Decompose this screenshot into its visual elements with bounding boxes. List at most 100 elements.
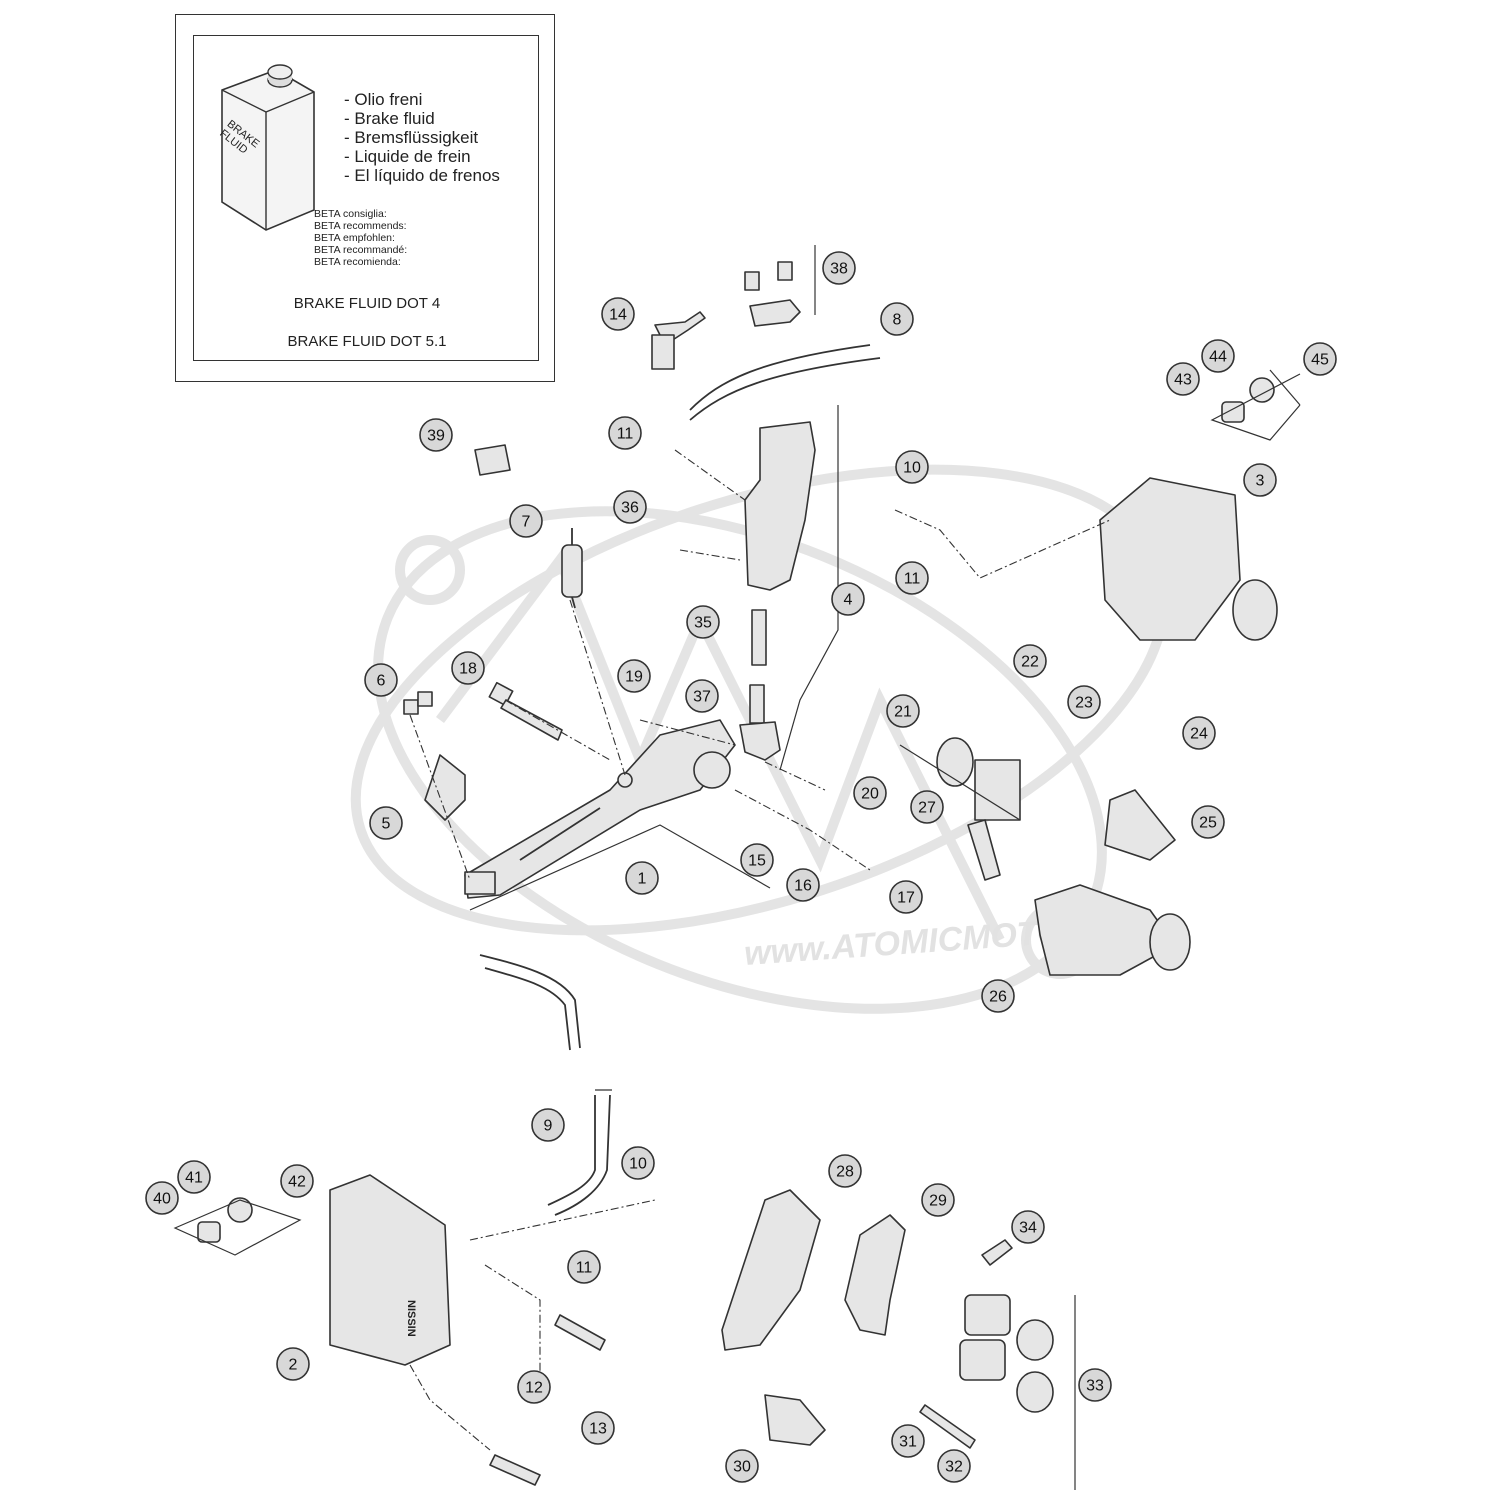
callout-label: 27 [918,800,936,817]
cap-38 [744,261,801,327]
front-caliper-2: NISSIN [329,1174,451,1366]
callout-circle [369,806,403,840]
callout-circle [1013,644,1047,678]
callout-label: 39 [427,428,445,445]
callout-c44: 44 [1201,339,1235,373]
spring-7 [561,528,583,609]
callout-label: 9 [544,1118,553,1135]
callout-c20: 20 [853,776,887,810]
callout-circle [177,1160,211,1194]
callout-circle [910,790,944,824]
callout-label: 12 [525,1380,543,1397]
fluid-name-en: - Brake fluid [344,109,435,128]
spring-clip-30 [764,1394,826,1446]
banjo-14 [651,311,706,370]
callout-circle [895,561,929,595]
bracket-lines [173,369,1301,1256]
callout-circle [828,1154,862,1188]
callout-circle [617,659,651,693]
hose-9 [547,1094,611,1216]
master-cylinder-4 [739,421,816,761]
callout-circle [880,302,914,336]
callout-c8: 8 [880,302,914,336]
callout-c40: 40 [145,1181,179,1215]
callout-label: 3 [1256,473,1265,490]
callout-label: 19 [625,669,643,686]
callout-c27: 27 [910,790,944,824]
bleeder-34 [981,1239,1013,1266]
callout-label: 17 [897,890,915,907]
hose-8 [689,344,881,421]
callout-c10b: 10 [621,1146,655,1180]
callout-circle [517,1370,551,1404]
callout-c33: 33 [1078,1368,1112,1402]
callout-circle [1201,339,1235,373]
callout-label: 32 [945,1459,963,1476]
callout-c26: 26 [981,979,1015,1013]
callout-label: 11 [617,426,634,443]
callout-label: 6 [377,673,386,690]
callout-circle [853,776,887,810]
callout-c36: 36 [613,490,647,524]
callout-label: 38 [830,261,848,278]
caliper-brand-stamp: NISSIN [405,1300,417,1337]
callout-label: 21 [894,704,912,721]
callout-circle [419,418,453,452]
brake-pad-25 [1104,789,1176,861]
brake-pedal [464,719,736,899]
callout-label: 33 [1086,1378,1104,1395]
pad-pin-31 [919,1404,976,1449]
callout-c15: 15 [740,843,774,877]
callout-label: 34 [1019,1220,1037,1237]
callout-c4: 4 [831,582,865,616]
callout-circle [531,1108,565,1142]
fluid-name-fr: - Liquide de frein [344,147,471,166]
callout-circle [981,979,1015,1013]
foot-peg [424,754,466,821]
callout-c11b: 11 [895,561,929,595]
callout-c6: 6 [364,663,398,697]
callout-circle [280,1164,314,1198]
callout-c5: 5 [369,806,403,840]
callout-circle [889,880,923,914]
pivot-bolt-18 [488,681,563,741]
callout-label: 2 [289,1357,298,1374]
recommends-en: BETA recommends: [314,220,407,232]
callout-circle [364,663,398,697]
callout-circle [276,1347,310,1381]
callout-label: 20 [861,786,879,803]
callout-circle [786,868,820,902]
callout-circle [451,651,485,685]
callout-c42: 42 [280,1164,314,1198]
callout-label: 11 [576,1260,593,1277]
callout-circle [1243,463,1277,497]
callout-label: 37 [693,689,711,706]
brake-fluid-can-icon [221,64,315,231]
callout-circle [567,1250,601,1284]
brake-pad-29 [844,1214,906,1336]
callout-c28: 28 [828,1154,862,1188]
callout-label: 24 [1190,726,1208,743]
bolt-kit-40 [197,1197,253,1243]
bolts-6 [403,691,433,715]
recommends-es: BETA recomienda: [314,256,401,268]
callout-circle [831,582,865,616]
brake-fluid-info-box: BRAKE FLUID - Olio freni - Brake fluid -… [175,14,555,382]
callout-circle [685,679,719,713]
callout-c2: 2 [276,1347,310,1381]
callout-label: 4 [844,592,853,609]
callout-label: 22 [1021,654,1039,671]
callout-label: 16 [794,878,812,895]
callout-c14: 14 [601,297,635,331]
callout-circle [145,1181,179,1215]
callout-c18: 18 [451,651,485,685]
callout-c11c: 11 [567,1250,601,1284]
callout-circle [921,1183,955,1217]
callout-circle [740,843,774,877]
callout-circle [725,1449,759,1483]
rear-caliper-3 [1099,477,1278,641]
recommends-it: BETA consiglia: [314,208,387,220]
callout-c17: 17 [889,880,923,914]
callout-label: 30 [733,1459,751,1476]
